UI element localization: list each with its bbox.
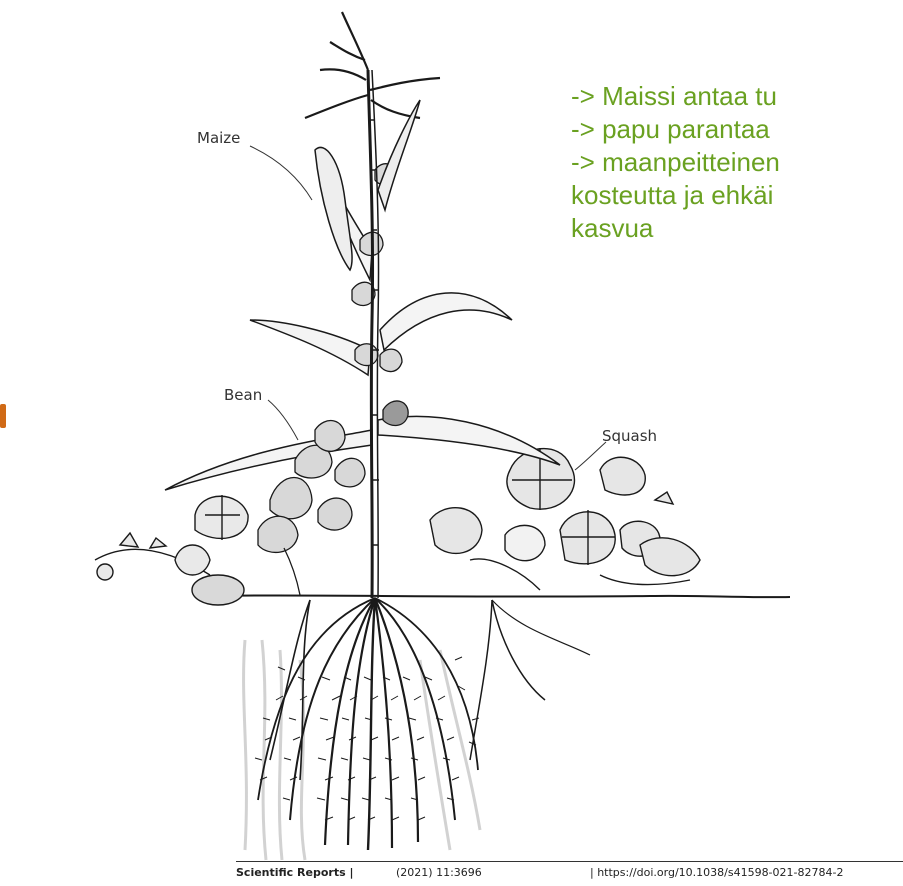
footer-citation: (2021) 11:3696	[396, 866, 482, 879]
text-line: kosteutta ja ehkäi	[571, 179, 903, 212]
annotation-text: -> Maissi antaa tu -> papu parantaa -> m…	[571, 80, 903, 245]
label-maize: Maize	[197, 129, 240, 147]
label-bean: Bean	[224, 386, 262, 404]
ground-line	[208, 595, 790, 597]
squash-vine-left	[95, 495, 248, 605]
footer-doi: | https://doi.org/10.1038/s41598-021-827…	[590, 866, 843, 879]
text-line: -> papu parantaa	[571, 113, 903, 146]
text-line: -> maanpeitteinen	[571, 146, 903, 179]
footer-journal: Scientific Reports |	[236, 866, 353, 879]
squash-plants-right	[430, 448, 700, 590]
text-line: -> Maissi antaa tu	[571, 80, 903, 113]
maize-lower-leaves	[165, 150, 560, 490]
maize-stalk	[368, 70, 379, 598]
roots	[258, 598, 590, 850]
text-line: kasvua	[571, 212, 903, 245]
label-squash: Squash	[602, 427, 657, 445]
offscreen-orange-text-fragment	[0, 398, 7, 432]
footer-rule	[236, 861, 903, 862]
